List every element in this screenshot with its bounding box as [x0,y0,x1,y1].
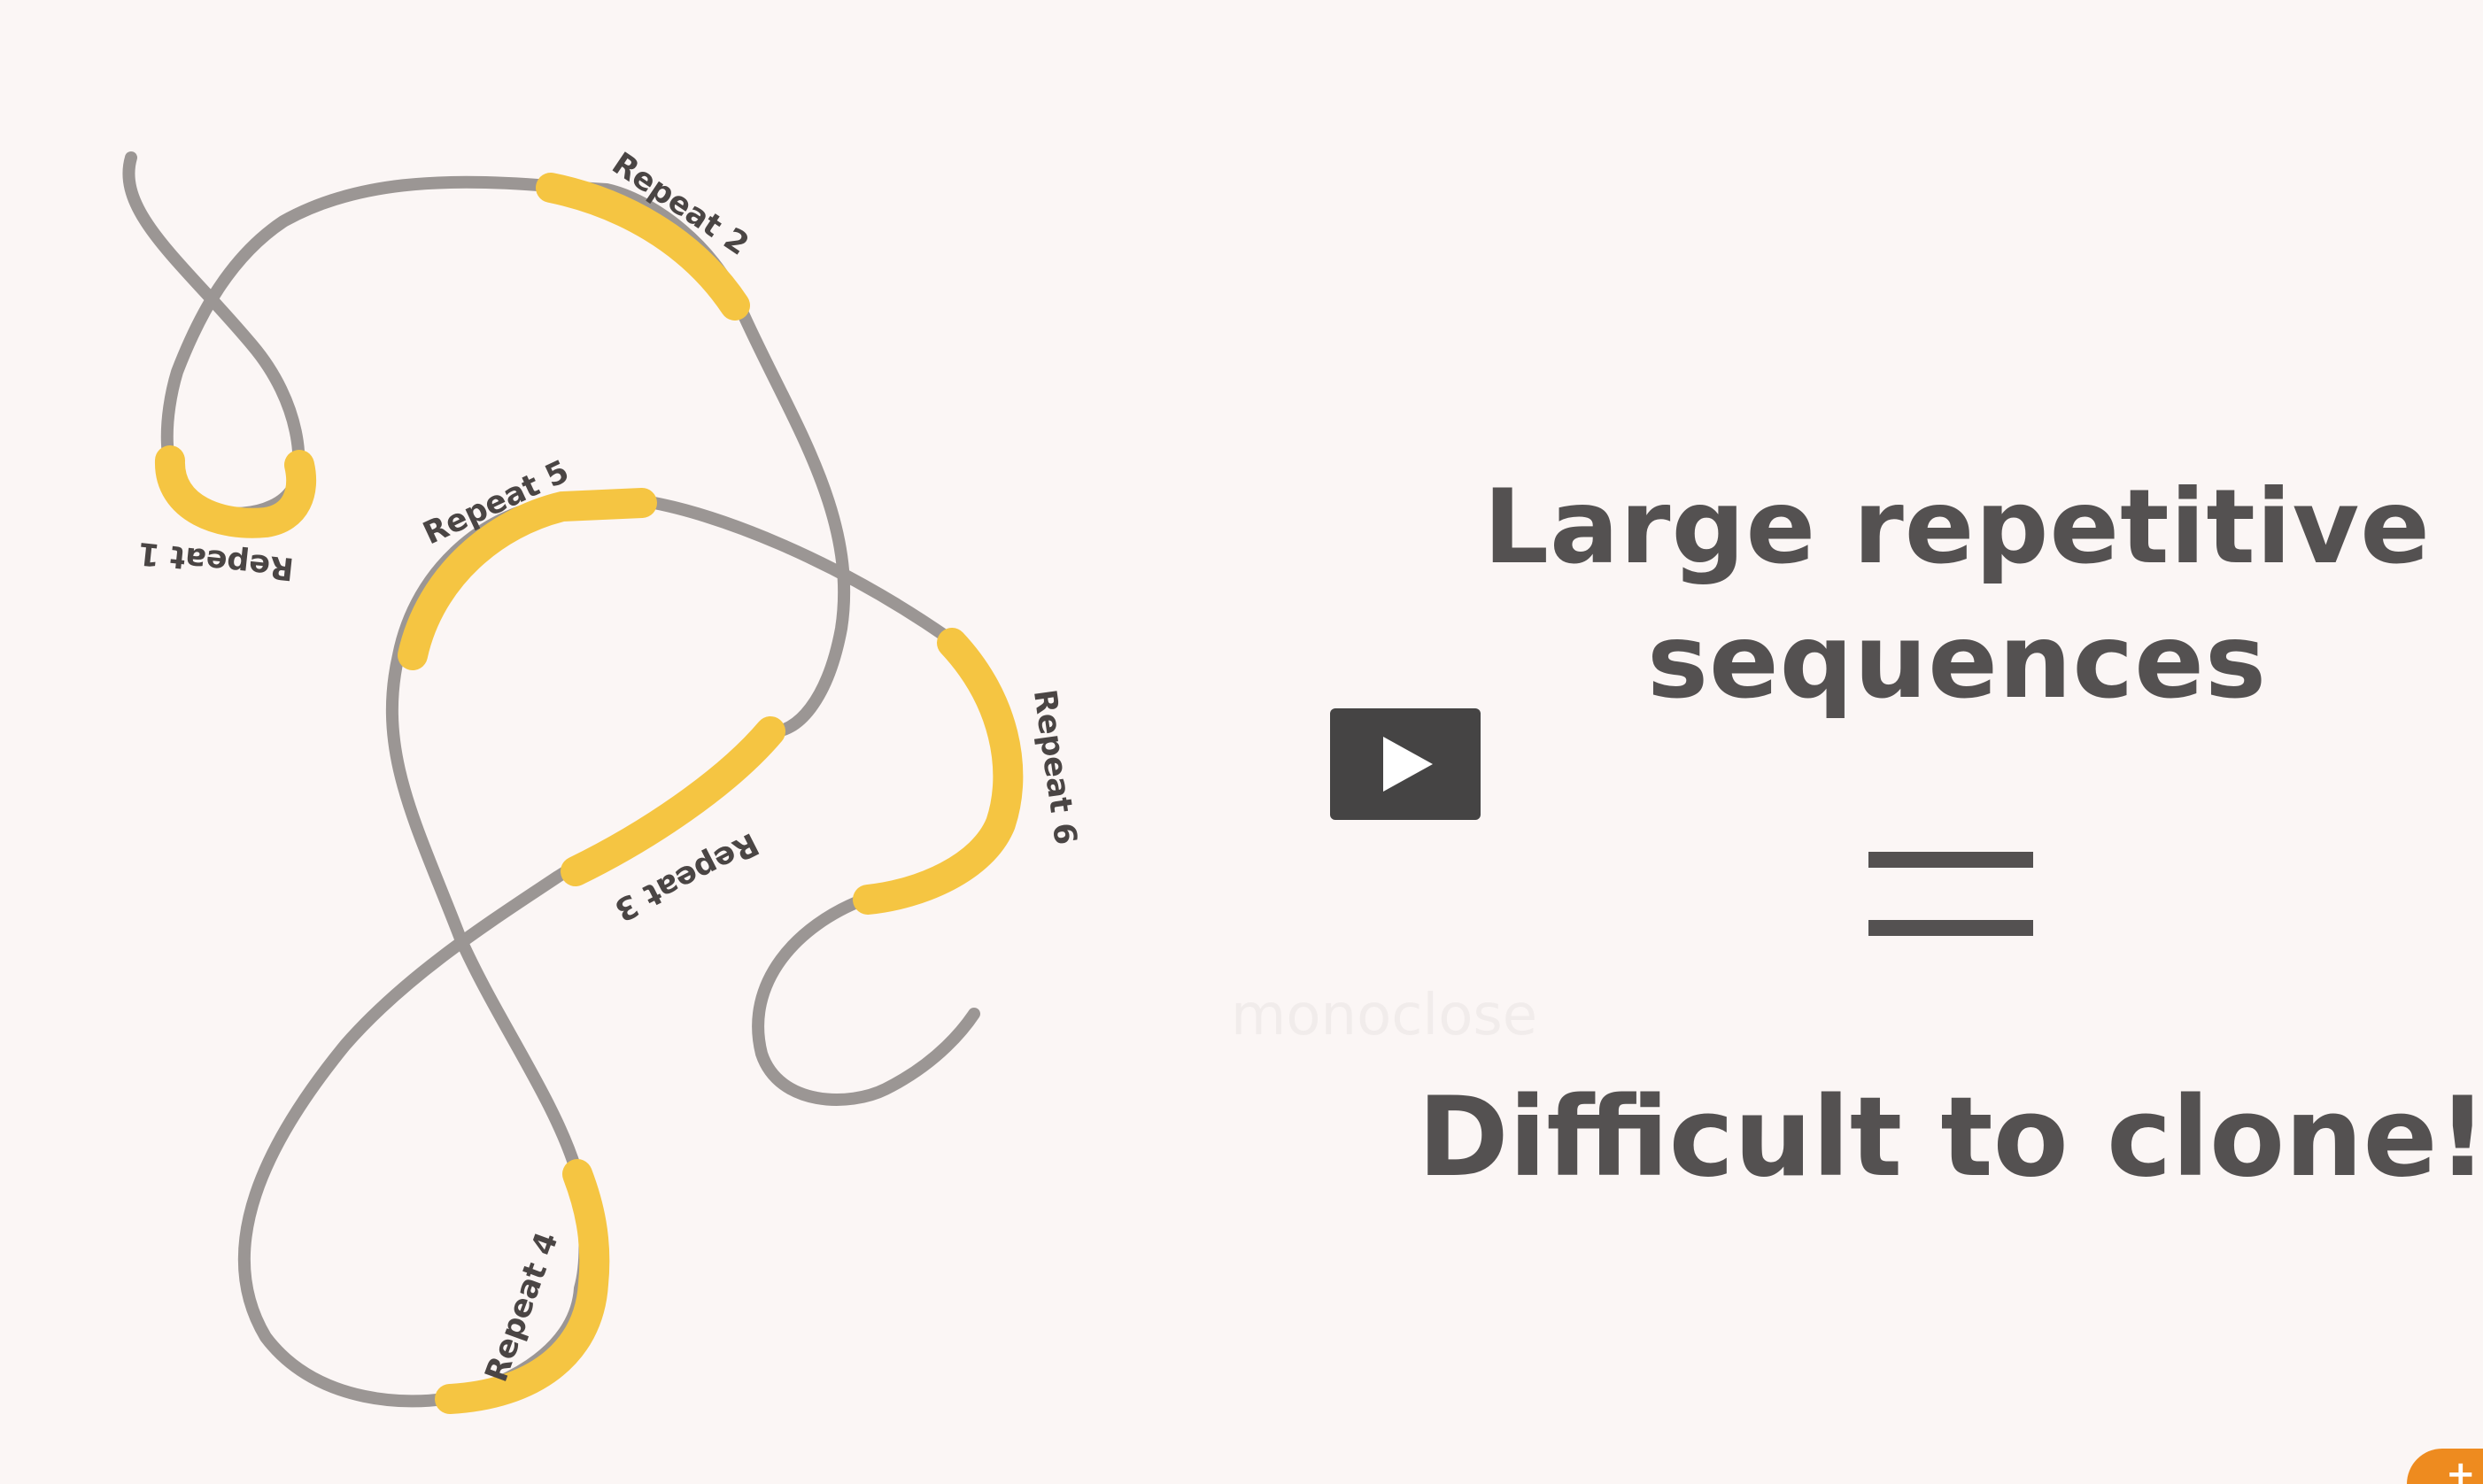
repeat-2-segment [536,173,750,321]
headline-line-2: sequences [1646,602,2268,722]
repeat-6-segment [853,628,1024,915]
equals-bar-top [1868,852,2033,868]
play-icon [1383,737,1433,792]
plus-icon: + [2446,1454,2476,1484]
repeat-6-label: Repeat 6 [1026,687,1083,846]
headline-line-1: Large repetitive [1483,468,2431,587]
conclusion-text: Difficult to clone! [1417,1074,2483,1202]
repeat-1-label: Repeat 1 [136,535,296,586]
watermark: monoclose [1231,983,1538,1048]
equals-sign [1868,852,2033,940]
dna-strand-diagram: Repeat 1 Repeat 2 Repeat 3 Repeat 4 Repe… [0,0,1151,1484]
repeat-4-segment [435,1159,610,1414]
repeat-3-segment [561,716,785,886]
dna-strand [122,151,1014,1408]
headline: Large repetitive sequences [1435,460,2479,730]
equals-bar-bottom [1868,920,2033,936]
repeat-5-segment [398,488,657,670]
repeat-1-segment [155,445,317,538]
corner-badge[interactable]: + [2407,1449,2483,1484]
play-button[interactable] [1330,708,1481,820]
